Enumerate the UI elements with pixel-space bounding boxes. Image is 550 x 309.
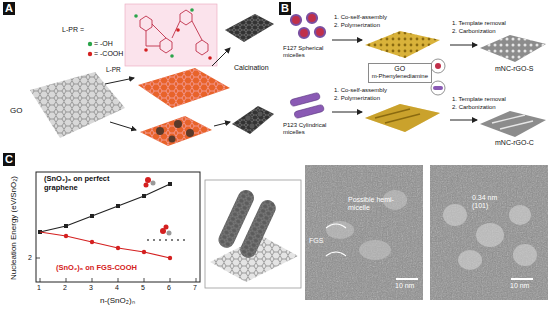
tick-label: 2 <box>28 254 32 262</box>
formula-label: L-PR = <box>62 26 84 34</box>
step-label: 1. Template removal <box>452 96 506 103</box>
tick-label: 6 <box>167 284 171 292</box>
axis-title: n-(SnO₂)ₙ <box>100 296 135 305</box>
arrow-label: L-PR <box>106 66 121 73</box>
material-label: GO <box>10 106 22 115</box>
tick-label: 7 <box>193 284 197 292</box>
reagent-box: GOm-Phenylenediamine <box>368 63 432 83</box>
axis-title: Nucleation Energy (eV/SnO₂) <box>9 176 18 280</box>
scale-label: 10 nm <box>395 282 414 290</box>
product-label: mNC-rGO-C <box>495 139 534 147</box>
panel-letter: A <box>3 2 15 15</box>
step-label: 2. Polymerization <box>334 22 380 29</box>
tick-label: 1 <box>37 284 41 292</box>
panel-letter: B <box>279 2 291 15</box>
tick-label: 4 <box>115 284 119 292</box>
step-label: 2. Polymerization <box>334 95 380 102</box>
step-label: 2. Carbonization <box>452 28 496 35</box>
key-text: = -OH <box>94 40 113 48</box>
image-label: 0.34 nm (101) <box>472 194 512 210</box>
micelle-label: P123 Cylindrical micelles <box>283 122 338 136</box>
image-label: Possible hemi-micelle <box>348 196 400 212</box>
step-label: 1. Co-self-assembly <box>334 14 387 21</box>
box-text: m-Phenylenediamine <box>372 73 428 80</box>
product-label: mNC-rGO-S <box>495 65 534 73</box>
step-label: Calcination <box>234 64 269 72</box>
series-label: (SnO₂)₆ on perfect graphene <box>44 175 124 192</box>
key-text: = -COOH <box>94 50 123 58</box>
tick-label: 3 <box>89 284 93 292</box>
panel-letter: C <box>3 153 15 166</box>
step-label: 1. Co-self-assembly <box>334 87 387 94</box>
micelle-label: F127 Spherical micelles <box>283 45 338 59</box>
image-label: FGS <box>309 237 323 245</box>
box-heading: GO <box>372 65 428 73</box>
series-label: (SnO₂)₆ on FGS-COOH <box>56 264 137 273</box>
tick-label: 2 <box>63 284 67 292</box>
step-label: 1. Template removal <box>452 20 506 27</box>
step-label: 2. Carbonization <box>452 104 496 111</box>
scale-label: 10 nm <box>510 282 529 290</box>
tick-label: 5 <box>141 284 145 292</box>
